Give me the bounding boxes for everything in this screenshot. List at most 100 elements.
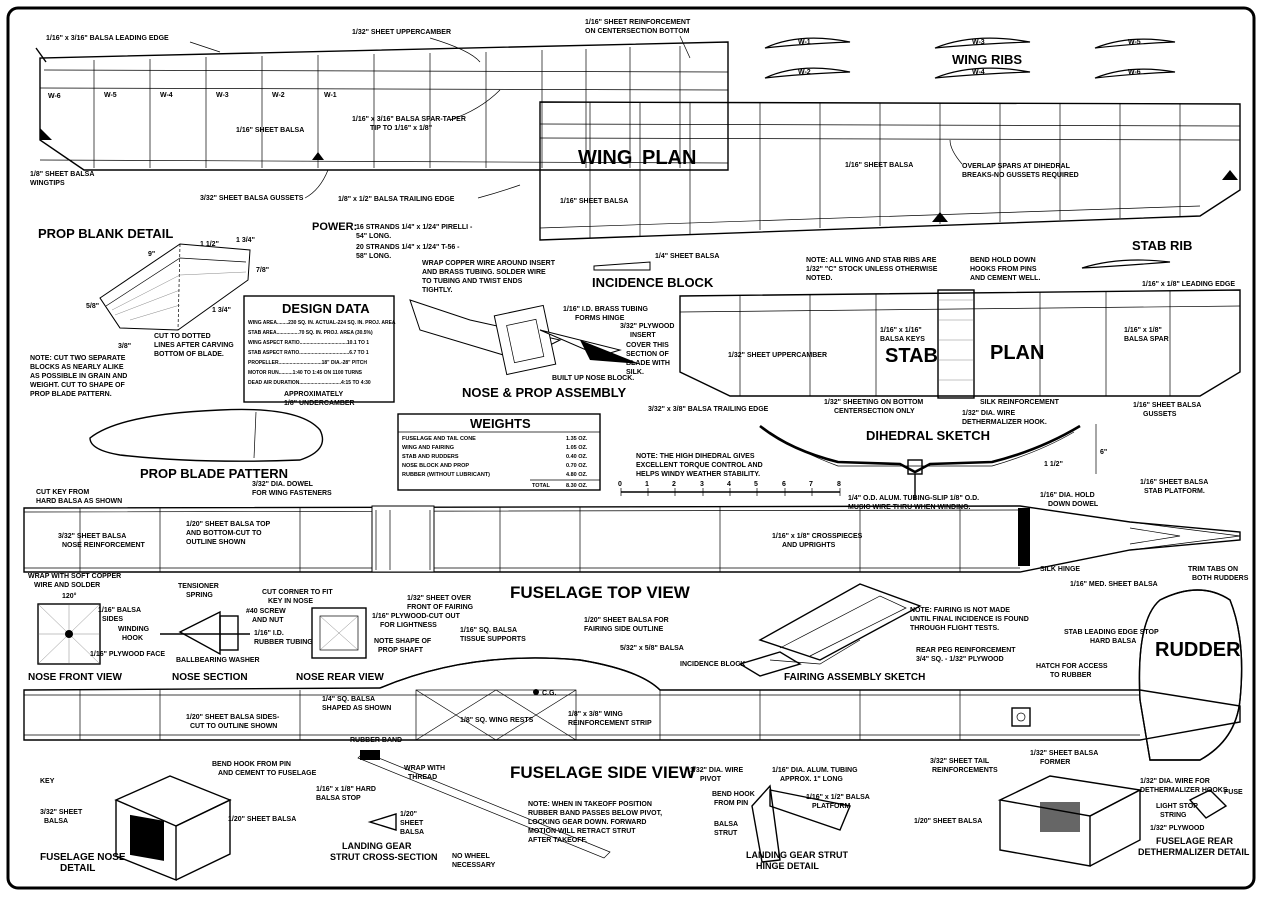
svg-text:TISSUE SUPPORTS: TISSUE SUPPORTS xyxy=(460,636,526,643)
svg-text:DETHERMALIZER HOOKS: DETHERMALIZER HOOKS xyxy=(1140,787,1228,794)
svg-text:1/16" x 1/2" BALSA: 1/16" x 1/2" BALSA xyxy=(806,794,870,801)
svg-text:58" LONG.: 58" LONG. xyxy=(356,253,391,260)
svg-text:THREAD: THREAD xyxy=(408,774,437,781)
svg-text:BALLBEARING WASHER: BALLBEARING WASHER xyxy=(176,657,260,664)
weights-table: WEIGHTS FUSELAGE AND TAIL CONE 1.35 OZ. … xyxy=(397,413,601,491)
svg-text:NO WHEEL: NO WHEEL xyxy=(452,853,490,860)
dim-label: 9" xyxy=(148,251,155,258)
incidence-block-title: INCIDENCE BLOCK xyxy=(592,275,714,290)
svg-text:120°: 120° xyxy=(62,592,77,600)
svg-text:CUT CORNER TO FIT: CUT CORNER TO FIT xyxy=(262,589,333,596)
svg-text:STAB PLATFORM.: STAB PLATFORM. xyxy=(1144,488,1205,495)
svg-text:INCIDENCE BLOCK: INCIDENCE BLOCK xyxy=(680,661,745,668)
svg-text:FOR LIGHTNESS: FOR LIGHTNESS xyxy=(380,622,437,629)
rib-w3: W-3 xyxy=(972,39,985,46)
rear-dethermalizer-detail: 1/20" SHEET BALSA 1/32" DIA. WIRE FOR DE… xyxy=(914,775,1250,867)
svg-text:HINGE DETAIL: HINGE DETAIL xyxy=(756,861,819,871)
svg-text:1/4" SHEET BALSA: 1/4" SHEET BALSA xyxy=(655,253,719,260)
svg-text:1/4" SQ. BALSA: 1/4" SQ. BALSA xyxy=(322,696,375,703)
svg-text:WEIGHT. CUT TO SHAPE OF: WEIGHT. CUT TO SHAPE OF xyxy=(30,382,125,389)
rib-w6: W-6 xyxy=(1128,69,1141,76)
svg-text:AS POSSIBLE IN GRAIN AND: AS POSSIBLE IN GRAIN AND xyxy=(30,373,127,380)
svg-text:PIVOT: PIVOT xyxy=(700,776,722,783)
wing-plan-word2: PLAN xyxy=(642,147,696,169)
rib-w1: W-1 xyxy=(798,39,811,46)
dim-label: 1 1/2" xyxy=(200,241,219,248)
svg-text:1/32" DIA. WIRE: 1/32" DIA. WIRE xyxy=(690,767,743,774)
svg-text:STAB AREA................70 SQ: STAB AREA................70 SQ. IN. PROJ… xyxy=(248,330,373,336)
scale-tick: 3 xyxy=(700,481,704,488)
svg-text:1/32" DIA. WIRE: 1/32" DIA. WIRE xyxy=(962,410,1015,417)
svg-text:LIGHT STOP: LIGHT STOP xyxy=(1156,803,1198,810)
svg-text:1/20" SHEET BALSA FOR: 1/20" SHEET BALSA FOR xyxy=(584,617,669,624)
svg-text:RUBBER BAND: RUBBER BAND xyxy=(350,737,402,744)
svg-text:STRUT: STRUT xyxy=(714,830,738,837)
svg-text:INSERT: INSERT xyxy=(630,332,656,339)
wing-uppercamber-label: 1/32" SHEET UPPERCAMBER xyxy=(352,29,451,36)
wing-bottom-sheet-label: 1/16" SHEET BALSA xyxy=(560,198,628,205)
incidence-block: 1/4" SHEET BALSA INCIDENCE BLOCK xyxy=(592,253,719,290)
svg-text:3/4" SQ. - 1/32" PLYWOOD: 3/4" SQ. - 1/32" PLYWOOD xyxy=(916,656,1004,663)
prop-blade-title: PROP BLADE PATTERN xyxy=(140,466,288,481)
svg-text:COVER THIS: COVER THIS xyxy=(626,342,669,349)
svg-text:CENTERSECTION ONLY: CENTERSECTION ONLY xyxy=(834,408,915,415)
wing-ribs: W-1 W-2 W-3 W-4 W-5 W-6 WING RIBS xyxy=(764,37,1176,79)
svg-text:ON CENTERSECTION BOTTOM: ON CENTERSECTION BOTTOM xyxy=(585,28,690,35)
wing-reinforcement-label: 1/16" SHEET REINFORCEMENT xyxy=(585,19,691,26)
svg-text:1 1/2": 1 1/2" xyxy=(1044,461,1063,468)
svg-text:NOTE: THE HIGH DIHEDRAL GIVES: NOTE: THE HIGH DIHEDRAL GIVES xyxy=(636,453,755,460)
svg-text:1/8" UNDERCAMBER: 1/8" UNDERCAMBER xyxy=(284,400,355,407)
wing-right-sheet-label: 1/16" SHEET BALSA xyxy=(845,162,913,169)
svg-text:APPROXIMATELY: APPROXIMATELY xyxy=(284,391,343,398)
fuselage-top-title: FUSELAGE TOP VIEW xyxy=(510,583,691,602)
svg-text:RUBBER (WITHOUT LUBRICANT): RUBBER (WITHOUT LUBRICANT) xyxy=(402,472,490,478)
svg-text:WRAP COPPER WIRE AROUND INSERT: WRAP COPPER WIRE AROUND INSERT xyxy=(422,260,556,267)
wing-leading-edge-label: 1/16" x 3/16" BALSA LEADING EDGE xyxy=(46,35,169,42)
svg-text:CUT TO OUTLINE SHOWN: CUT TO OUTLINE SHOWN xyxy=(190,723,277,730)
svg-text:SILK HINGE: SILK HINGE xyxy=(1040,566,1080,573)
nose-front-view: WRAP WITH SOFT COPPER WIRE AND SOLDER 12… xyxy=(28,573,165,683)
svg-text:SPRING: SPRING xyxy=(186,592,213,599)
svg-text:FUSELAGE AND TAIL CONE: FUSELAGE AND TAIL CONE xyxy=(402,436,476,442)
svg-text:FORMER: FORMER xyxy=(1040,759,1070,766)
stab-rib-title: STAB RIB xyxy=(1132,238,1192,253)
rudder: RUDDER 1/16" MED. SHEET BALSA TRIM TABS … xyxy=(1070,566,1249,761)
svg-text:NOTE: FAIRING IS NOT MADE: NOTE: FAIRING IS NOT MADE xyxy=(910,607,1010,614)
nose-section: TENSIONER SPRING #40 SCREW AND NUT 1/16"… xyxy=(160,583,313,683)
svg-text:3/32" PLYWOOD: 3/32" PLYWOOD xyxy=(620,323,674,330)
wing-rib-label: W-4 xyxy=(160,92,173,99)
svg-text:FUSELAGE NOSE: FUSELAGE NOSE xyxy=(40,852,126,863)
svg-text:PROPELLER.....................: PROPELLER...............................… xyxy=(248,360,367,366)
svg-text:3/32" x 3/8" BALSA TRAILING ED: 3/32" x 3/8" BALSA TRAILING EDGE xyxy=(648,406,769,413)
svg-text:LANDING GEAR STRUT: LANDING GEAR STRUT xyxy=(746,850,848,860)
wing-ribs-title: WING RIBS xyxy=(952,52,1022,67)
wing-gussets-label: 3/32" SHEET BALSA GUSSETS xyxy=(200,195,304,202)
svg-text:BALSA SPAR: BALSA SPAR xyxy=(1124,336,1169,343)
svg-text:1/20" SHEET BALSA TOP: 1/20" SHEET BALSA TOP xyxy=(186,521,271,528)
svg-text:BALSA: BALSA xyxy=(400,829,424,836)
svg-text:MUSIC WIRE THRU WHEN WINDING.: MUSIC WIRE THRU WHEN WINDING. xyxy=(848,504,971,511)
rib-w5: W-5 xyxy=(1128,39,1141,46)
prop-blank-title: PROP BLANK DETAIL xyxy=(38,226,173,241)
svg-text:1/4" O.D. ALUM. TUBING-SLIP 1/: 1/4" O.D. ALUM. TUBING-SLIP 1/8" O.D. xyxy=(848,495,979,502)
design-data-title: DESIGN DATA xyxy=(282,301,370,316)
dihedral-sketch: DIHEDRAL SKETCH 6" 1 1/2" NOTE: THE HIGH… xyxy=(636,424,1107,500)
wing-rib-label: W-6 xyxy=(48,93,61,100)
svg-text:1/16" DIA. ALUM. TUBING: 1/16" DIA. ALUM. TUBING xyxy=(772,767,858,774)
svg-text:1/32" SHEET BALSA: 1/32" SHEET BALSA xyxy=(1030,750,1098,757)
dim-label: 1 3/4" xyxy=(212,307,231,314)
nose-prop-title: NOSE & PROP ASSEMBLY xyxy=(462,385,627,400)
svg-text:NOTE: ALL WING AND STAB RIBS A: NOTE: ALL WING AND STAB RIBS ARE xyxy=(806,257,937,264)
svg-text:NOSE REINFORCEMENT: NOSE REINFORCEMENT xyxy=(62,542,146,549)
svg-text:AND BOTTOM-CUT TO: AND BOTTOM-CUT TO xyxy=(186,530,262,537)
svg-text:1/20" SHEET BALSA SIDES-: 1/20" SHEET BALSA SIDES- xyxy=(186,714,280,721)
svg-text:AND BRASS TUBING. SOLDER WIRE: AND BRASS TUBING. SOLDER WIRE xyxy=(422,269,546,276)
svg-text:NECESSARY: NECESSARY xyxy=(452,862,496,869)
svg-text:1/16" I.D.: 1/16" I.D. xyxy=(254,630,284,637)
rib-w2: W-2 xyxy=(798,69,811,76)
svg-text:WING ASPECT RATIO.............: WING ASPECT RATIO.......................… xyxy=(248,340,369,346)
svg-text:16 STRANDS 1/4" x 1/24" PIRELL: 16 STRANDS 1/4" x 1/24" PIRELLI - xyxy=(356,224,473,231)
svg-text:GUSSETS: GUSSETS xyxy=(1143,411,1177,418)
svg-text:TO TUBING AND TWIST ENDS: TO TUBING AND TWIST ENDS xyxy=(422,278,523,285)
svg-text:CUT KEY FROM: CUT KEY FROM xyxy=(36,489,89,496)
